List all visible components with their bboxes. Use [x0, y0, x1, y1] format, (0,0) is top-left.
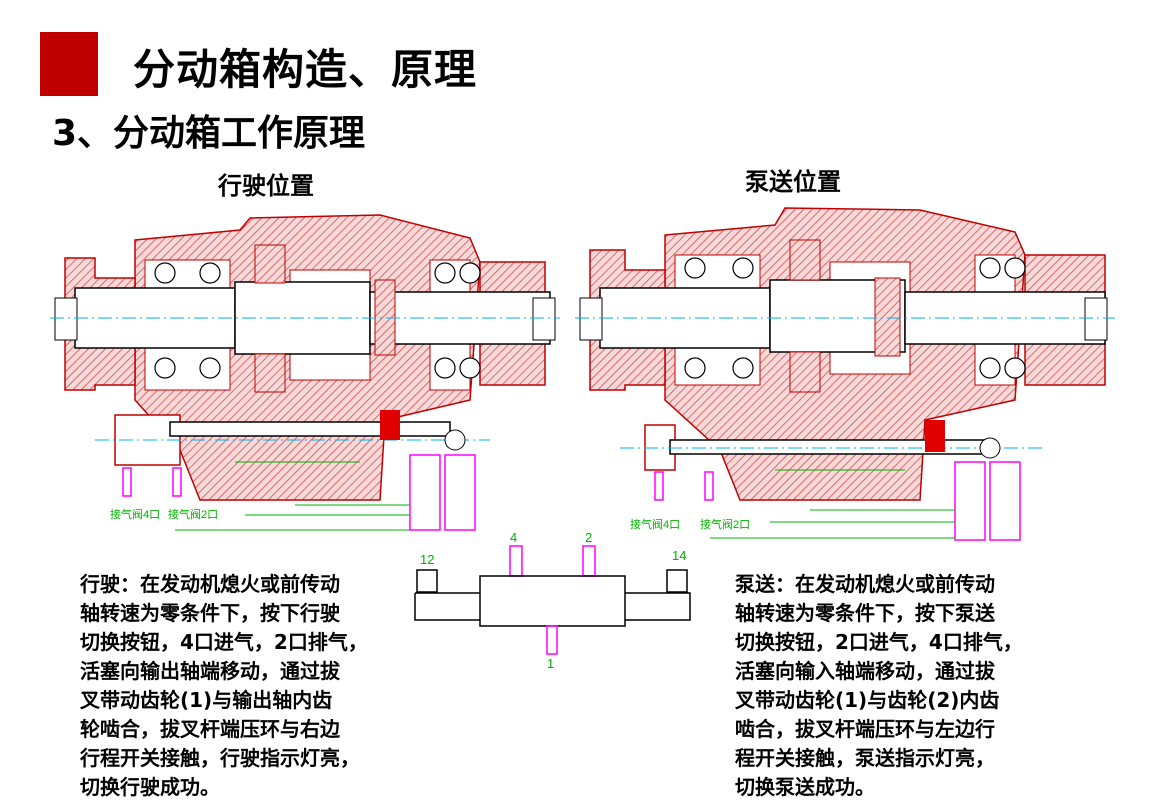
- slide-subtitle: 3、分动箱工作原理: [52, 113, 366, 154]
- drive-description-line: 行程开关接触，行驶指示灯亮，: [80, 746, 360, 770]
- pump-valve-label-4: 接气阀4口: [630, 517, 680, 531]
- drive-position-drawing: 接气阀4口 接气阀2口: [50, 214, 560, 531]
- pump-description-line: 切换泵送成功。: [735, 775, 875, 799]
- port-label-4: 4: [510, 530, 517, 545]
- port-label-12: 12: [420, 552, 434, 567]
- title-accent-square: [40, 32, 98, 96]
- pump-description-line: 轴转速为零条件下，按下泵送: [735, 601, 995, 625]
- pump-description-line: 泵送：在发动机熄火或前传动: [735, 572, 995, 596]
- drive-description-line: 轴转速为零条件下，按下行驶: [80, 601, 340, 625]
- port-label-14: 14: [672, 548, 686, 563]
- valve-port-diagram: 12 4 2 14 1: [414, 530, 691, 671]
- port-label-2: 2: [585, 530, 592, 545]
- pump-description-line: 啮合，拔叉杆端压环与左边行: [735, 717, 995, 741]
- pump-description-line: 程开关接触，泵送指示灯亮，: [735, 746, 995, 770]
- pump-description: 泵送：在发动机熄火或前传动 轴转速为零条件下，按下泵送 切换按钮，2口进气，4口…: [735, 570, 1065, 802]
- drive-description: 行驶：在发动机熄火或前传动 轴转速为零条件下，按下行驶 切换按钮，4口进气，2口…: [80, 570, 400, 802]
- pump-description-line: 切换按钮，2口进气，4口排气，: [735, 630, 1023, 654]
- drive-view-label: 行驶位置: [218, 172, 314, 200]
- pump-position-drawing: 接气阀4口 接气阀2口: [575, 207, 1115, 541]
- pump-valve-label-2: 接气阀2口: [700, 517, 750, 531]
- port-label-1: 1: [547, 656, 554, 671]
- drive-valve-label-2: 接气阀2口: [168, 507, 218, 521]
- pump-description-line: 活塞向输入轴端移动，通过拔: [735, 659, 995, 683]
- drive-description-line: 叉带动齿轮(1)与输出轴内齿: [80, 688, 333, 712]
- pump-view-label: 泵送位置: [745, 168, 841, 196]
- slide-title: 分动箱构造、原理: [133, 45, 478, 94]
- drive-description-line: 活塞向输出轴端移动，通过拔: [80, 659, 340, 683]
- drive-description-line: 轮啮合，拔叉杆端压环与右边: [80, 717, 340, 741]
- drive-description-line: 行驶：在发动机熄火或前传动: [80, 572, 340, 596]
- drive-description-line: 切换按钮，4口进气，2口排气，: [80, 630, 368, 654]
- drive-valve-label-4: 接气阀4口: [110, 507, 160, 521]
- pump-description-line: 叉带动齿轮(1)与齿轮(2)内齿: [735, 688, 1000, 712]
- drive-description-line: 切换行驶成功。: [80, 775, 220, 799]
